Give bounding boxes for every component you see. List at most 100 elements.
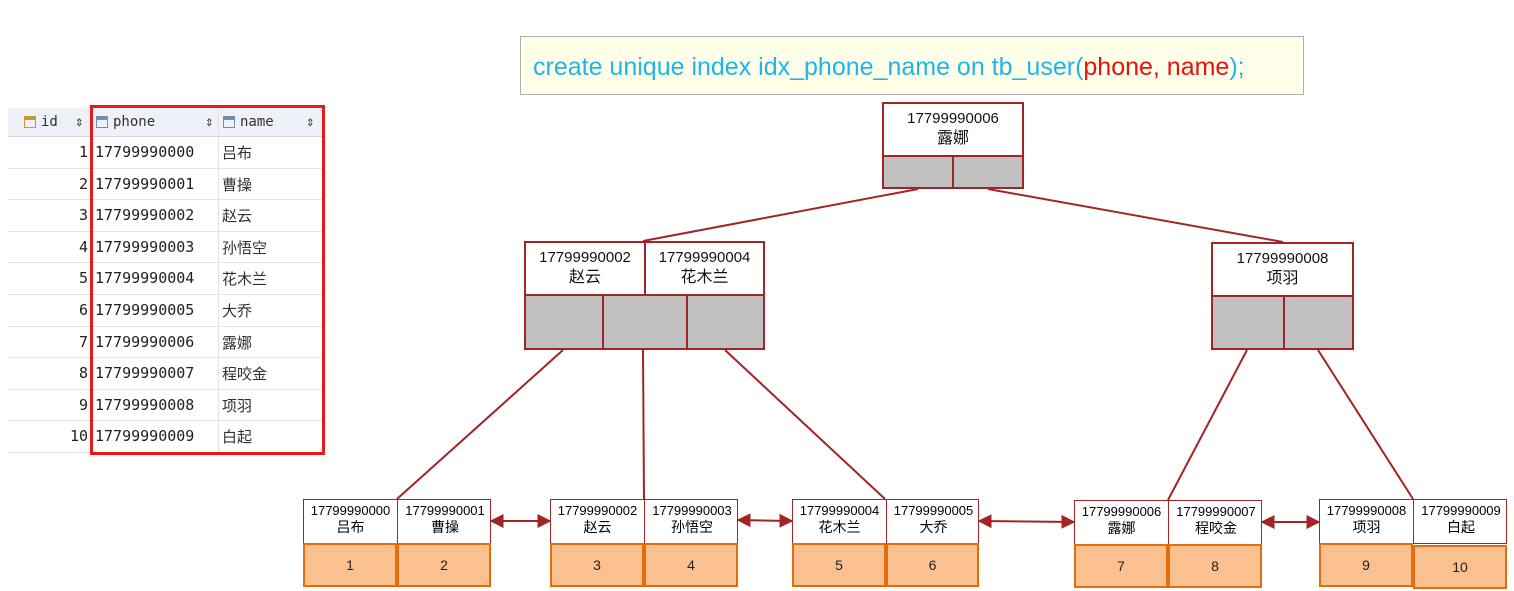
row-id-cell: 1 — [303, 543, 397, 587]
cell-phone: 17799990006 — [95, 332, 195, 351]
cell-name: 白起 — [222, 428, 253, 447]
row-id-cell: 4 — [644, 543, 738, 587]
root-key: 17799990006 露娜 — [884, 109, 1022, 148]
key-phone: 17799990003 — [652, 503, 732, 518]
key-phone: 17799990008 — [1236, 250, 1329, 267]
cell-phone: 17799990005 — [95, 301, 195, 319]
sql-statement-box: create unique index idx_phone_name on tb… — [520, 36, 1304, 95]
cell-id: 2 — [78, 174, 88, 193]
row-id-cell: 7 — [1074, 544, 1168, 588]
column-header-phone-label: phone — [113, 114, 156, 130]
row-id-cell: 2 — [397, 543, 491, 587]
primary-key-column-icon — [24, 116, 36, 128]
key-name: 孙悟空 — [671, 520, 713, 536]
cell-phone: 17799990007 — [95, 364, 195, 383]
row-id-cell: 10 — [1413, 545, 1507, 589]
key-name: 花木兰 — [680, 267, 729, 286]
index-columns-highlight — [90, 105, 325, 455]
key-phone: 17799990005 — [893, 503, 974, 518]
key-name: 露娜 — [1107, 521, 1136, 537]
leaf-key: 17799990005 大乔 — [887, 500, 980, 543]
cell-id: 8 — [78, 364, 88, 383]
sort-icon[interactable]: ⇕ — [75, 114, 84, 130]
key-phone: 17799990002 — [557, 503, 638, 518]
internal-left-key-2: 17799990004 花木兰 — [646, 248, 763, 287]
leaf-key: 17799990008 项羽 — [1320, 500, 1414, 543]
internal-right-key: 17799990008 项羽 — [1213, 249, 1352, 288]
row-id-cell: 5 — [792, 543, 886, 587]
sql-prefix: create unique index idx_phone_name on tb… — [533, 53, 1084, 81]
column-icon — [223, 116, 235, 128]
key-phone: 17799990001 — [405, 503, 485, 518]
sort-icon[interactable]: ⇕ — [205, 114, 214, 130]
key-name: 项羽 — [1352, 520, 1381, 536]
internal-to-leaf-link — [1317, 349, 1414, 500]
row-id-cell: 3 — [550, 543, 644, 587]
table-header: id ⇕ phone ⇕ name ⇕ — [8, 108, 324, 137]
pointer-cell — [526, 296, 604, 348]
root-to-right-link — [987, 188, 1284, 243]
internal-left-pointers — [526, 294, 763, 348]
key-name: 露娜 — [936, 128, 969, 147]
sql-statement: create unique index idx_phone_name on tb… — [533, 53, 1245, 82]
row-id-cell: 6 — [886, 543, 979, 587]
leaf-key: 17799990000 吕布 — [304, 500, 398, 543]
column-header-name[interactable]: name — [223, 108, 274, 137]
cell-phone: 17799990002 — [95, 206, 195, 225]
internal-to-leaf-link — [642, 349, 645, 500]
cell-name: 项羽 — [222, 396, 253, 415]
key-divider — [644, 243, 646, 294]
key-name: 赵云 — [583, 520, 612, 536]
leaf-key: 17799990003 孙悟空 — [645, 500, 739, 543]
key-phone: 17799990006 — [907, 110, 999, 127]
root-node: 17799990006 露娜 — [882, 102, 1024, 189]
cell-phone: 17799990001 — [95, 174, 195, 193]
leaf-key: 17799990001 曹操 — [398, 500, 492, 543]
column-header-id[interactable]: id — [24, 108, 58, 137]
cell-phone: 17799990003 — [95, 237, 195, 256]
cell-phone: 17799990008 — [95, 395, 195, 414]
key-phone: 17799990006 — [1081, 504, 1162, 519]
leaf-key: 17799990002 赵云 — [551, 500, 645, 543]
key-phone: 17799990000 — [310, 503, 391, 518]
key-phone: 17799990004 — [658, 249, 751, 266]
column-header-name-label: name — [240, 114, 274, 130]
cell-id: 6 — [78, 301, 88, 319]
key-name: 曹操 — [431, 520, 459, 536]
internal-node-right: 17799990008 项羽 — [1211, 242, 1354, 350]
column-header-phone[interactable]: phone — [96, 108, 155, 137]
key-name: 吕布 — [336, 520, 365, 536]
cell-id: 10 — [69, 427, 88, 446]
key-name: 白起 — [1447, 520, 1475, 536]
cell-name: 吕布 — [222, 144, 253, 162]
key-name: 赵云 — [568, 267, 601, 286]
cell-id: 5 — [78, 269, 88, 288]
key-phone: 17799990008 — [1326, 503, 1407, 518]
leaf-keys: 17799990002 赵云 17799990003 孙悟空 — [550, 499, 738, 544]
column-icon — [96, 116, 108, 128]
sort-icon[interactable]: ⇕ — [306, 114, 315, 130]
key-name: 大乔 — [919, 520, 948, 536]
internal-to-leaf-link — [724, 349, 886, 500]
column-header-id-label: id — [41, 114, 58, 130]
key-name: 项羽 — [1266, 268, 1299, 287]
table-row[interactable]: 6 17799990005 大乔 — [8, 295, 324, 327]
cell-id: 1 — [78, 143, 88, 161]
key-phone: 17799990007 — [1176, 504, 1256, 519]
cell-name: 大乔 — [222, 302, 253, 320]
internal-node-left: 17799990002 赵云 17799990004 花木兰 — [524, 241, 765, 350]
cell-id: 7 — [78, 332, 88, 351]
